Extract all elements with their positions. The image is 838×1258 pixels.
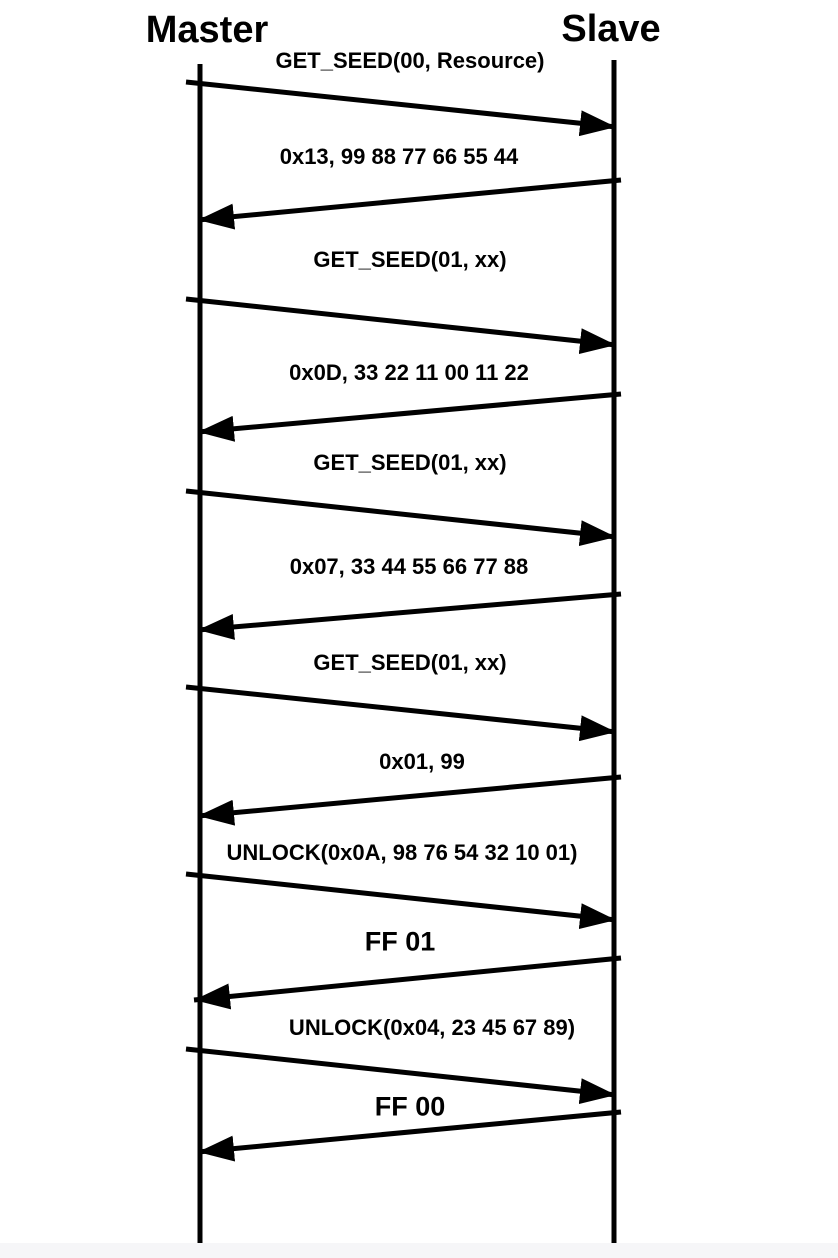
message-label: UNLOCK(0x04, 23 45 67 89) xyxy=(288,1015,576,1040)
message-label: GET_SEED(01, xx) xyxy=(313,450,507,475)
message-arrow-master-to-slave xyxy=(185,296,617,355)
message-arrow-slave-to-master xyxy=(197,391,622,442)
actor-label-slave: Slave xyxy=(561,8,661,50)
message-label: GET_SEED(00, Resource) xyxy=(275,48,545,73)
message-arrow-slave-to-master xyxy=(197,177,622,230)
message-label: GET_SEED(01, xx) xyxy=(313,650,507,675)
message-label: UNLOCK(0x0A, 98 76 54 32 10 01) xyxy=(226,840,578,865)
message-arrow-slave-to-master xyxy=(197,591,622,640)
message-label: GET_SEED(01, xx) xyxy=(313,247,507,272)
message-arrow-slave-to-master xyxy=(193,955,622,1010)
message-arrow-slave-to-master xyxy=(197,774,622,826)
footer-strip xyxy=(0,1243,838,1258)
message-arrow-master-to-slave xyxy=(185,684,617,742)
message-label: 0x01, 99 xyxy=(379,749,465,774)
message-arrow-slave-to-master xyxy=(197,1109,622,1162)
message-arrow-master-to-slave xyxy=(185,488,617,547)
message-label: 0x07, 33 44 55 66 77 88 xyxy=(289,554,529,579)
message-label: 0x0D, 33 22 11 00 11 22 xyxy=(289,360,529,385)
actor-label-master: Master xyxy=(145,9,269,51)
message-label: FF 00 xyxy=(374,1091,446,1122)
message-arrow-master-to-slave xyxy=(185,79,617,137)
message-label: FF 01 xyxy=(364,926,436,957)
message-label: 0x13, 99 88 77 66 55 44 xyxy=(279,144,519,169)
lifelines-group xyxy=(197,60,617,1253)
message-arrow-master-to-slave xyxy=(185,1046,617,1105)
message-arrows-group xyxy=(185,79,622,1162)
message-arrow-master-to-slave xyxy=(185,871,617,930)
